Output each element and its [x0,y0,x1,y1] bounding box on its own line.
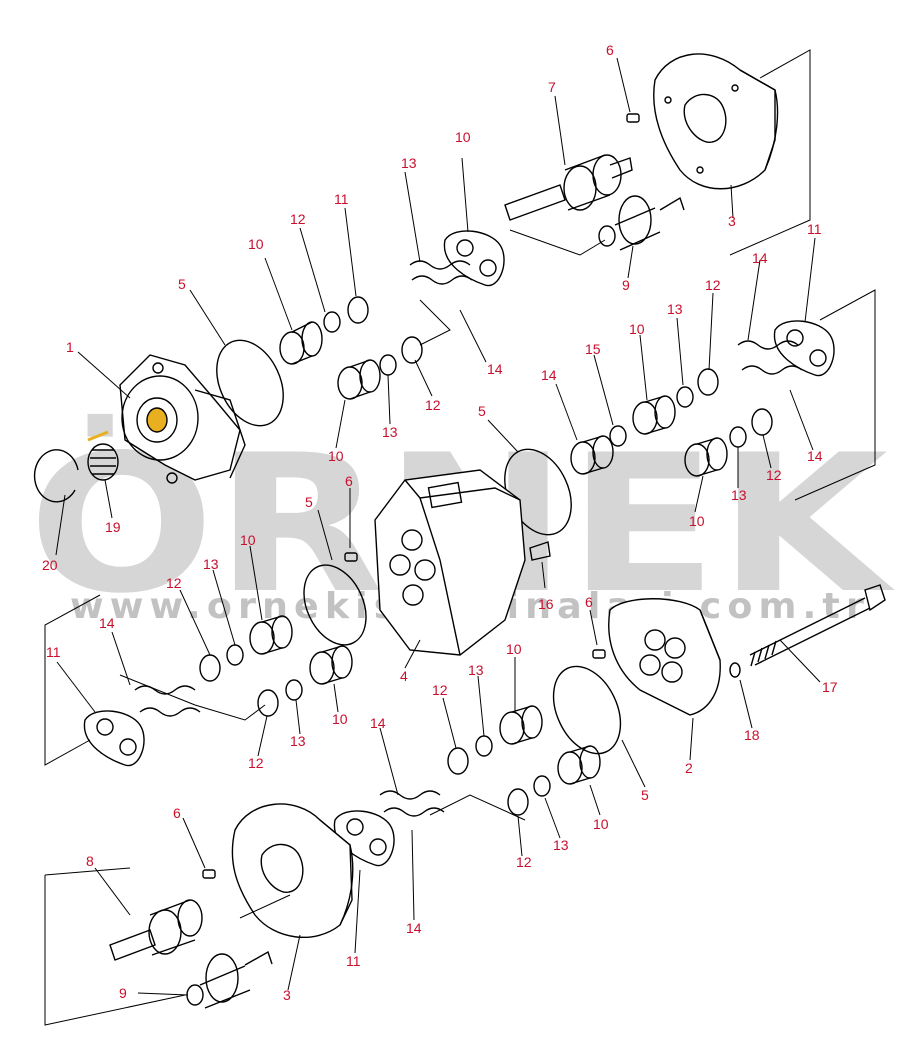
callout-12: 12 [766,467,782,483]
callout-21: 20 [42,557,58,573]
dowel-pins [202,113,640,879]
needle-bearing [87,430,119,481]
callout-12: 12 [516,854,532,870]
callout-5: 5 [641,787,649,803]
callout-11: 11 [346,953,361,969]
callout-13: 12 [290,211,306,227]
callout-18: 17 [822,679,838,695]
callout-6: 6 [345,473,353,489]
callout-14: 14 [406,920,422,936]
callout-20: 19 [105,519,121,535]
callout-10: 10 [629,321,645,337]
callout-12: 12 [166,575,182,591]
callout-13: 13 [731,487,747,503]
callout-7: 7 [548,79,556,95]
callout-6: 6 [606,42,614,58]
o-ring-left [303,564,367,646]
o-ring-lower [552,665,622,755]
bushings [249,321,728,785]
washer [729,662,741,678]
driven-gear-upper [598,195,685,251]
parts [33,53,886,1009]
callout-11: 11 [807,221,822,237]
o-ring-upper [216,339,284,427]
callout-10: 10 [506,641,522,657]
callout-5: 5 [478,403,486,419]
rear-cover [608,598,721,716]
plug [529,541,551,561]
callout-15: 14 [541,367,557,383]
seal-rings [199,296,773,816]
front-cover [119,354,246,484]
callout-14: 14 [807,448,823,464]
callout-10: 10 [248,236,264,252]
callout-10: 10 [689,513,705,529]
callout-6: 6 [173,805,181,821]
driven-gear-lower [186,950,273,1009]
drive-gear-lower [109,899,203,961]
callout-8: 8 [86,853,94,869]
gear-housing-upper [653,53,779,190]
bolt [749,584,886,667]
callout-1: 1 [66,339,74,355]
callout-3: 3 [283,987,291,1003]
gear-housing-lower [231,803,354,938]
callout-6: 6 [585,594,593,610]
callout-11: 10 [455,129,471,145]
callout-10: 10 [593,816,609,832]
callout-19: 18 [744,727,760,743]
callout-12: 12 [432,682,448,698]
callout-9: 9 [119,985,127,1001]
callout-12: 11 [334,191,349,207]
callout-12: 12 [425,397,441,413]
callout-13: 13 [382,424,398,440]
callout-13: 13 [203,556,219,572]
callout-3: 3 [728,213,736,229]
callout-12: 12 [705,277,721,293]
callout-13: 13 [667,301,683,317]
callout-5: 5 [178,276,186,292]
callout-11: 11 [46,644,61,660]
callout-10: 10 [240,532,256,548]
callout-labels: 1 2 3 3 4 5 5 5 5 6 6 6 6 7 8 9 9 10 10 … [42,42,838,1003]
snap-ring [33,449,79,503]
callout-10: 10 [332,711,348,727]
callout-14: 13 [401,155,417,171]
callout-16: 15 [585,341,601,357]
center-body [374,469,526,656]
callout-14: 14 [752,250,768,266]
callout-17: 16 [538,596,554,612]
callout-12: 12 [248,755,264,771]
wave-springs [134,260,803,817]
callout-5: 5 [305,494,313,510]
callout-9: 9 [622,277,630,293]
callout-14: 14 [487,361,503,377]
callout-14: 14 [370,715,386,731]
callout-4: 4 [400,668,408,684]
callout-2: 2 [685,760,693,776]
callout-14: 14 [99,615,115,631]
callout-13: 13 [290,733,306,749]
callout-13: 13 [553,837,569,853]
callout-13: 13 [468,662,484,678]
callout-10: 10 [328,448,344,464]
drive-gear-upper [504,154,633,221]
leader-lines [44,49,876,1026]
